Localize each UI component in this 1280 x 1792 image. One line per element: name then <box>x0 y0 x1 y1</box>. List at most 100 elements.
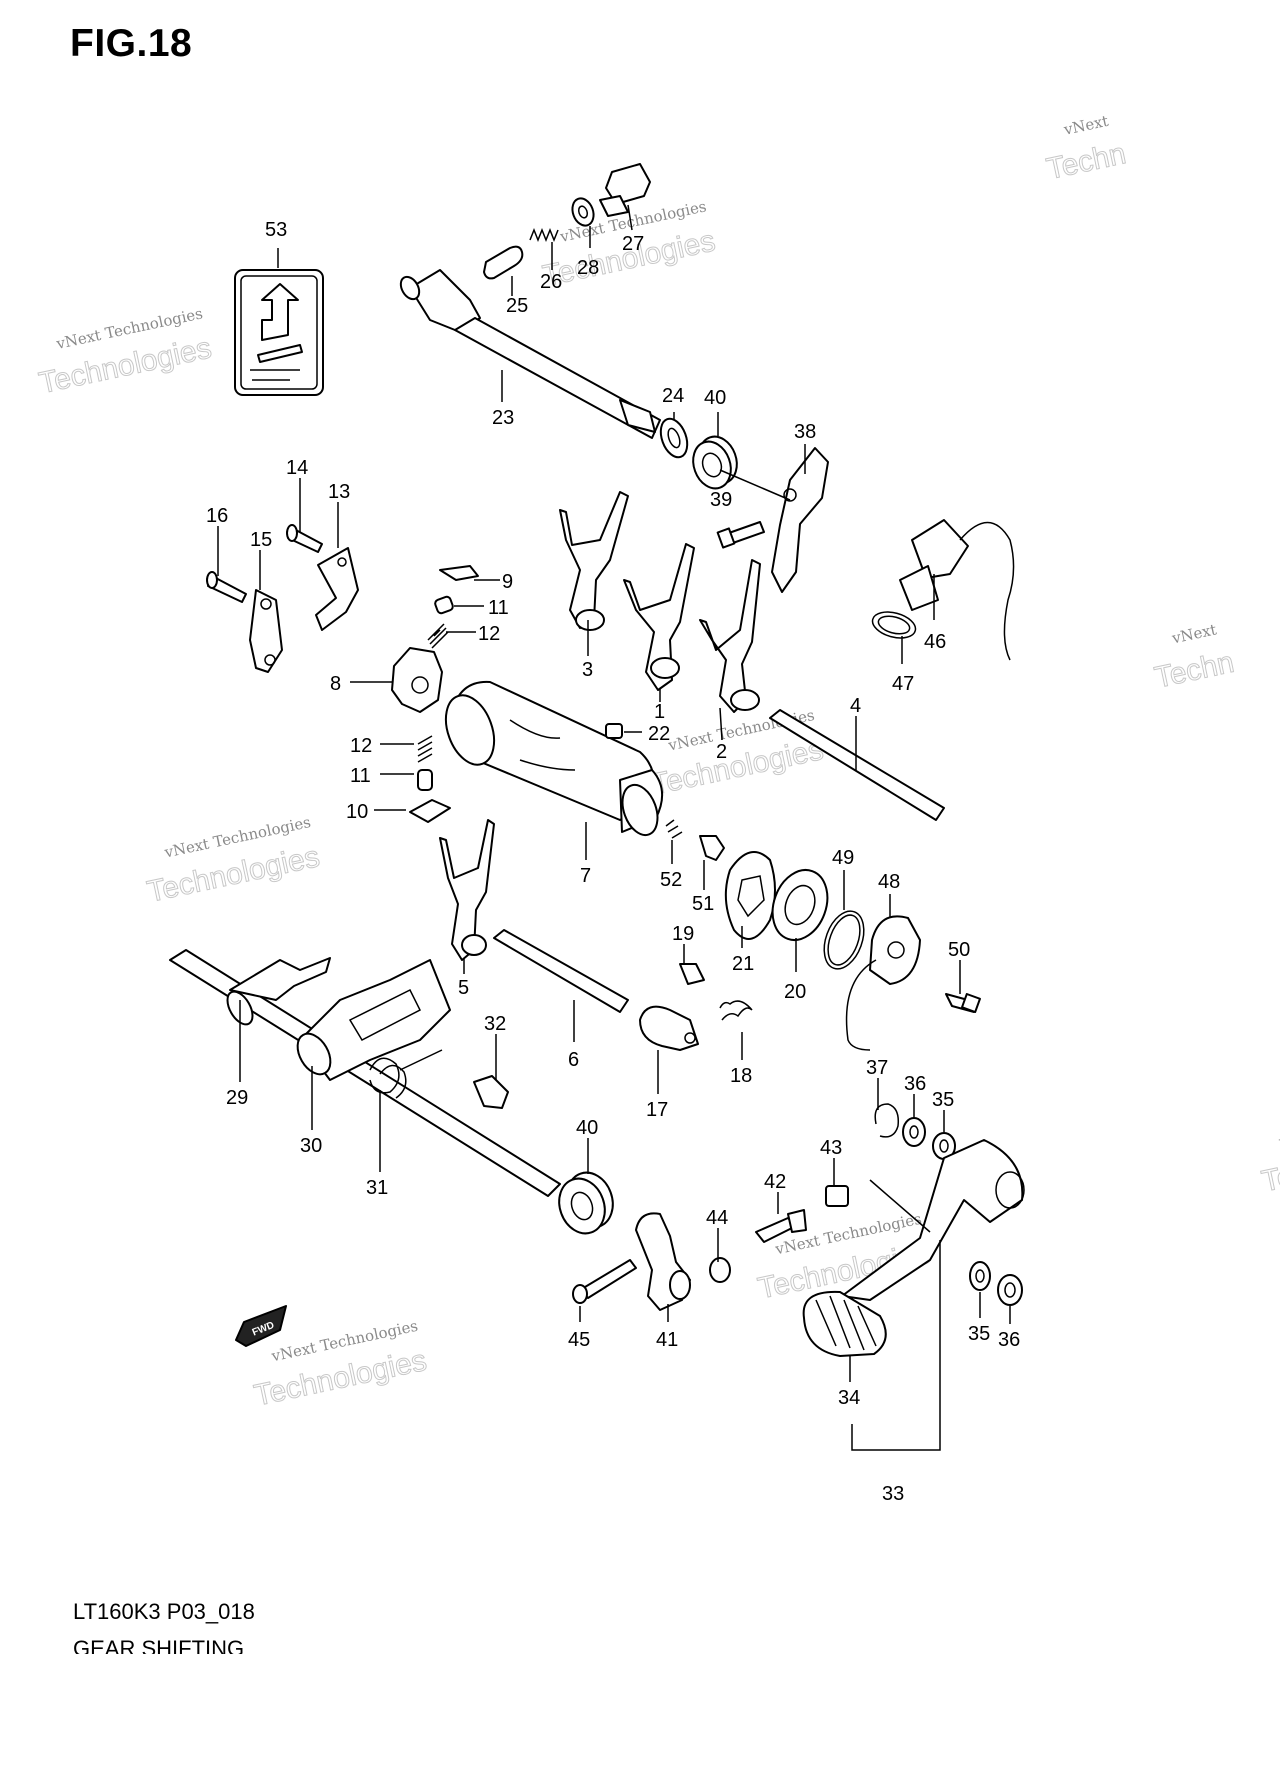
callout-35: 35 <box>932 1089 954 1111</box>
part-36-washer-lower <box>997 1274 1023 1306</box>
part-47-o-ring <box>871 611 917 639</box>
part-8-gear-shift-cam <box>391 647 443 713</box>
callout-1: 1 <box>654 701 665 723</box>
callout-17: 17 <box>646 1099 668 1121</box>
callout-21: 21 <box>732 953 754 975</box>
part-6-fork-shaft <box>493 929 629 1013</box>
callout-28: 28 <box>577 257 599 279</box>
callout-52: 52 <box>660 869 682 891</box>
part-34-pedal-rubber <box>802 1290 887 1357</box>
part-11-pin-lower <box>417 769 433 791</box>
model-code: LT160K3 P03_018 <box>73 1599 255 1624</box>
callout-23: 23 <box>492 407 514 429</box>
part-22-pin <box>605 723 623 739</box>
part-5-shift-fork <box>439 819 495 961</box>
part-25-plunger <box>483 245 524 280</box>
part-12-spring-upper <box>427 623 449 649</box>
callout-49: 49 <box>832 847 854 869</box>
callout-40: 40 <box>576 1117 598 1139</box>
callout-31: 31 <box>366 1177 388 1199</box>
callout-7: 7 <box>580 865 591 887</box>
watermark-text: vNext <box>1169 620 1218 647</box>
watermark-text: Techn <box>1044 137 1129 186</box>
part-13-plate <box>315 547 359 631</box>
part-16-screw <box>206 571 247 603</box>
part-19-pin <box>679 963 705 985</box>
part-37-e-clip <box>874 1103 900 1138</box>
callout-30: 30 <box>300 1135 322 1157</box>
callout-38: 38 <box>794 421 816 443</box>
part-44-nut <box>709 1257 731 1283</box>
part-51-pin <box>699 835 725 861</box>
part-14-screw <box>286 524 323 553</box>
callout-34: 34 <box>838 1387 860 1409</box>
callout-47: 47 <box>892 673 914 695</box>
part-38-stopper <box>771 447 829 593</box>
callout-48: 48 <box>878 871 900 893</box>
callout-15: 15 <box>250 529 272 551</box>
watermark-text: Techn <box>1152 646 1237 695</box>
part-20-nut <box>771 869 829 941</box>
callout-46: 46 <box>924 631 946 653</box>
callout-43: 43 <box>820 1137 842 1159</box>
callout-44: 44 <box>706 1207 728 1229</box>
callout-4: 4 <box>850 695 861 717</box>
part-41-shift-lever-arm <box>635 1212 691 1311</box>
part-21-stopper-plate <box>724 851 776 940</box>
callout-9: 9 <box>502 571 513 593</box>
callout-37: 37 <box>866 1057 888 1079</box>
part-26-spring <box>529 227 559 243</box>
callout-36: 36 <box>904 1073 926 1095</box>
callout-27: 27 <box>622 233 644 255</box>
part-39-bolt <box>716 521 765 549</box>
part-7-shift-drum <box>444 680 663 837</box>
watermark-text: vNext <box>1061 112 1110 139</box>
callout-20: 20 <box>784 981 806 1003</box>
part-45-bolt <box>572 1259 637 1304</box>
callout-19: 19 <box>672 923 694 945</box>
part-46-neutral-switch <box>899 519 1015 661</box>
part-31-return-spring <box>369 1049 443 1099</box>
part-24-washer <box>659 417 689 459</box>
part-35-washer-lower <box>969 1261 991 1291</box>
part-48-gear-position-sensor <box>845 915 921 1051</box>
watermark-text: vNext <box>1277 1124 1280 1151</box>
part-42-pivot-bolt <box>755 1209 807 1243</box>
callout-labels: 53 27 28 26 25 23 24 40 38 39 14 13 16 1… <box>206 219 1020 1505</box>
figure-title: FIG.18 <box>70 22 193 65</box>
callout-36: 36 <box>998 1329 1020 1351</box>
callout-10: 10 <box>346 801 368 823</box>
callout-25: 25 <box>506 295 528 317</box>
part-32-bolt <box>473 1075 509 1109</box>
callout-22: 22 <box>648 723 670 745</box>
callout-32: 32 <box>484 1013 506 1035</box>
part-30-shift-arm-plate <box>296 959 451 1081</box>
callout-26: 26 <box>540 271 562 293</box>
part-52-spring <box>665 819 683 839</box>
callout-41: 41 <box>656 1329 678 1351</box>
part-40-bearing-lower <box>558 1171 614 1235</box>
callout-42: 42 <box>764 1171 786 1193</box>
part-49-o-ring <box>823 910 865 970</box>
callout-2: 2 <box>716 741 727 763</box>
part-18-spring <box>719 1000 753 1021</box>
part-23-shift-shaft <box>399 269 661 439</box>
part-27-bolt <box>599 163 651 217</box>
part-4-fork-shaft <box>769 709 945 821</box>
part-1-shift-fork <box>623 543 695 691</box>
callout-16: 16 <box>206 505 228 527</box>
callout-12: 12 <box>350 735 372 757</box>
callout-39: 39 <box>710 489 732 511</box>
part-3-shift-fork <box>559 491 629 631</box>
callout-51: 51 <box>692 893 714 915</box>
part-40-bearing-upper <box>692 435 738 490</box>
callout-24: 24 <box>662 385 684 407</box>
part-11-pin-upper <box>434 595 454 615</box>
callout-40: 40 <box>704 387 726 409</box>
part-10-plate <box>409 799 451 823</box>
figure-caption: GEAR SHIFTING <box>73 1636 245 1654</box>
callout-3: 3 <box>582 659 593 681</box>
callout-6: 6 <box>568 1049 579 1071</box>
part-2-shift-fork <box>699 559 761 713</box>
